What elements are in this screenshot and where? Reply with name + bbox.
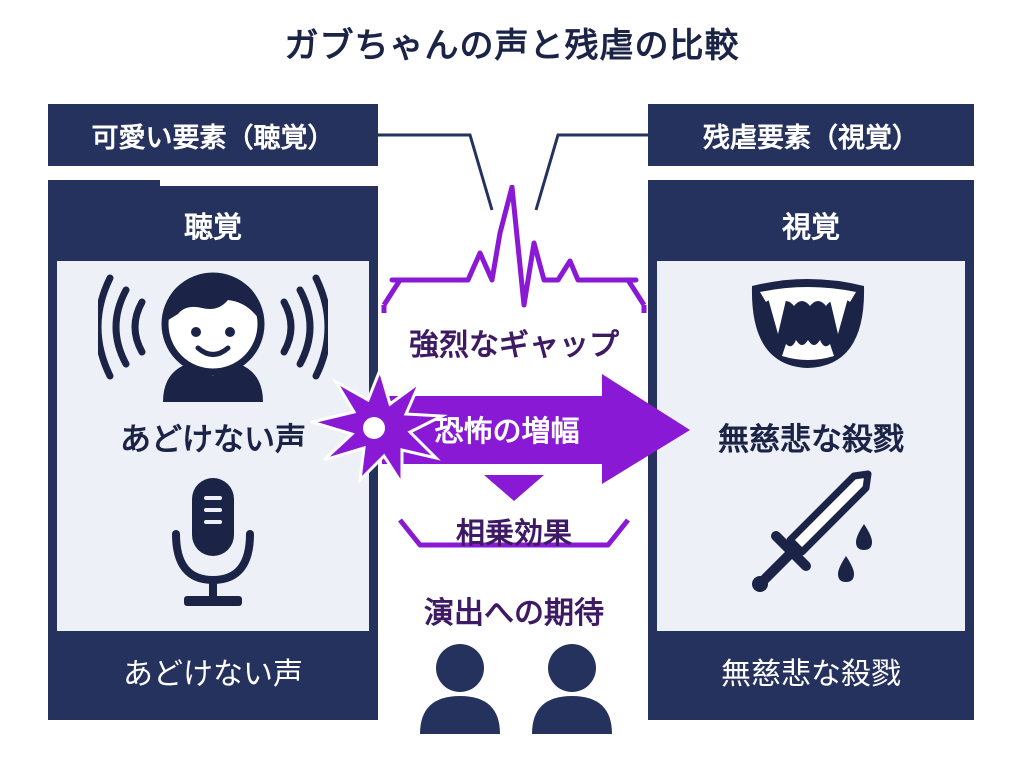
audience-person-icon	[532, 644, 612, 734]
gap-frame	[381, 185, 647, 548]
fangs-icon	[751, 279, 865, 368]
right-panel: 視覚 無慈悲な殺戮	[648, 180, 974, 720]
heartbeat-wave-icon	[389, 185, 639, 308]
microphone-icon	[172, 478, 254, 606]
left-panel-notch-edge	[160, 186, 378, 190]
amplify-text: 恐怖の増幅	[434, 414, 580, 448]
left-item-text: あどけない声	[120, 422, 306, 458]
right-panel-header: 視覚	[657, 189, 965, 261]
audience-person-icon	[420, 644, 500, 734]
right-connector	[534, 133, 648, 211]
left-panel: 聴覚 あどけない声	[48, 180, 378, 720]
sword-icon	[752, 470, 872, 592]
right-panel-footer: 無慈悲な殺戮	[657, 631, 965, 711]
amplify-arrow	[310, 368, 690, 488]
child-face-icon	[98, 272, 328, 402]
sound-wave-icon	[98, 274, 328, 380]
right-label: 残虐要素（視覚）	[648, 104, 974, 166]
right-item-text: 無慈悲な殺戮	[718, 422, 904, 458]
left-label: 可愛い要素（聴覚）	[48, 104, 378, 166]
synergy-text: 相乗効果	[455, 516, 572, 550]
gap-text: 強烈なギャップ	[409, 328, 619, 363]
left-panel-footer: あどけない声	[57, 631, 369, 711]
blood-drop-icon	[838, 524, 872, 582]
left-panel-notch	[160, 180, 378, 190]
left-panel-header: 聴覚	[57, 189, 369, 261]
left-connector	[378, 133, 494, 211]
page-title: ガブちゃんの声と残虐の比較	[284, 26, 740, 66]
down-arrow-icon	[484, 475, 544, 501]
expectation-text: 演出への期待	[424, 596, 604, 631]
